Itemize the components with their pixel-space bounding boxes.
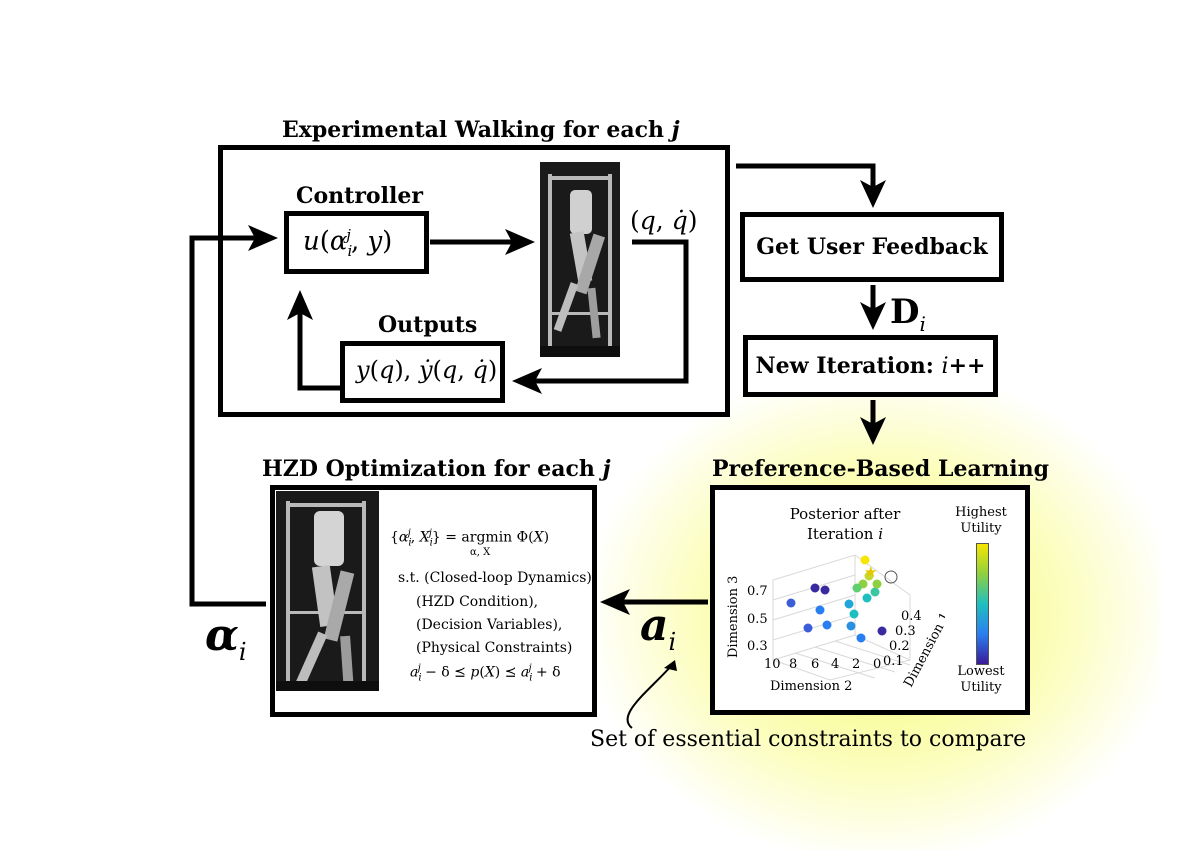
caption: Set of essential constraints to compare: [590, 727, 1027, 752]
colorbar: [976, 543, 989, 665]
x-tick-2: 6: [811, 657, 819, 672]
scatter-plot: ★ 0.7 0.5 0.3 10 8 6 4 2 0 0.4 0.3 0.2 0…: [726, 554, 945, 694]
opt-eq-line1: {αij, Xij} = argmin Φ(X): [390, 528, 550, 549]
plot-title: Posterior after Iteration i: [789, 505, 901, 543]
opt-eq-line6: aij − δ ⪯ p(X) ⪯ aij + δ: [410, 663, 561, 684]
feedback-box: [740, 212, 1004, 282]
controller-title: Controller: [296, 183, 423, 209]
iteration-box: [743, 335, 998, 397]
opt-eq-line3: (HZD Condition),: [416, 594, 539, 610]
outputs-title: Outputs: [378, 312, 478, 338]
svg-text:★: ★: [864, 563, 877, 581]
controller-expr: u(αij, y): [303, 226, 393, 260]
arrow-robot-outputs: [525, 239, 689, 384]
a-label: ai: [640, 600, 677, 656]
arrow-walking-feedback: [736, 163, 876, 196]
iteration-label: New Iteration: i++: [755, 353, 986, 379]
x-axis-label: Dimension 2: [770, 679, 852, 694]
arrow-hzd-controller: [189, 235, 266, 607]
z-tick-1: 0.5: [747, 612, 768, 627]
feedback-label: Get User Feedback: [756, 234, 988, 260]
opt-eq-line4: (Decision Variables),: [416, 617, 563, 633]
opt-eq-line5: (Physical Constraints): [416, 640, 573, 656]
x-tick-4: 2: [852, 657, 860, 672]
arrow-outputs-controller: [297, 300, 340, 391]
robot-photo-bottom: [276, 491, 379, 691]
state-label: (q, q̇): [630, 206, 698, 235]
x-tick-3: 4: [831, 657, 839, 672]
colorbar-bottom-label: Lowest Utility: [957, 664, 1005, 695]
y-tick-0: 0.4: [901, 609, 922, 624]
robot-photo-top: [540, 162, 620, 357]
walking-title: Experimental Walking for each j: [282, 117, 680, 143]
hzd-title: HZD Optimization for each j: [262, 456, 611, 482]
data-label: Di: [890, 292, 926, 336]
x-tick-0: 10: [764, 657, 781, 672]
colorbar-top-label: Highest Utility: [955, 505, 1007, 536]
x-tick-5: 0: [873, 657, 881, 672]
alpha-label: αi: [205, 610, 247, 666]
pbl-title: Preference-Based Learning: [712, 456, 1050, 482]
y-tick-2: 0.2: [889, 639, 910, 654]
opt-eq-sub: α, X: [470, 547, 491, 558]
controller-box: [284, 211, 429, 274]
y-tick-3: 0.1: [883, 654, 904, 669]
opt-eq-line2: s.t. (Closed-loop Dynamics),: [398, 570, 597, 586]
outputs-box: [340, 341, 505, 403]
z-axis-label: Dimension 3: [726, 576, 741, 658]
z-tick-0: 0.7: [747, 584, 768, 599]
outputs-expr: y(q), ẏ(q, q̇): [356, 356, 498, 384]
y-tick-1: 0.3: [895, 624, 916, 639]
z-tick-2: 0.3: [747, 639, 768, 654]
x-tick-1: 8: [789, 657, 797, 672]
